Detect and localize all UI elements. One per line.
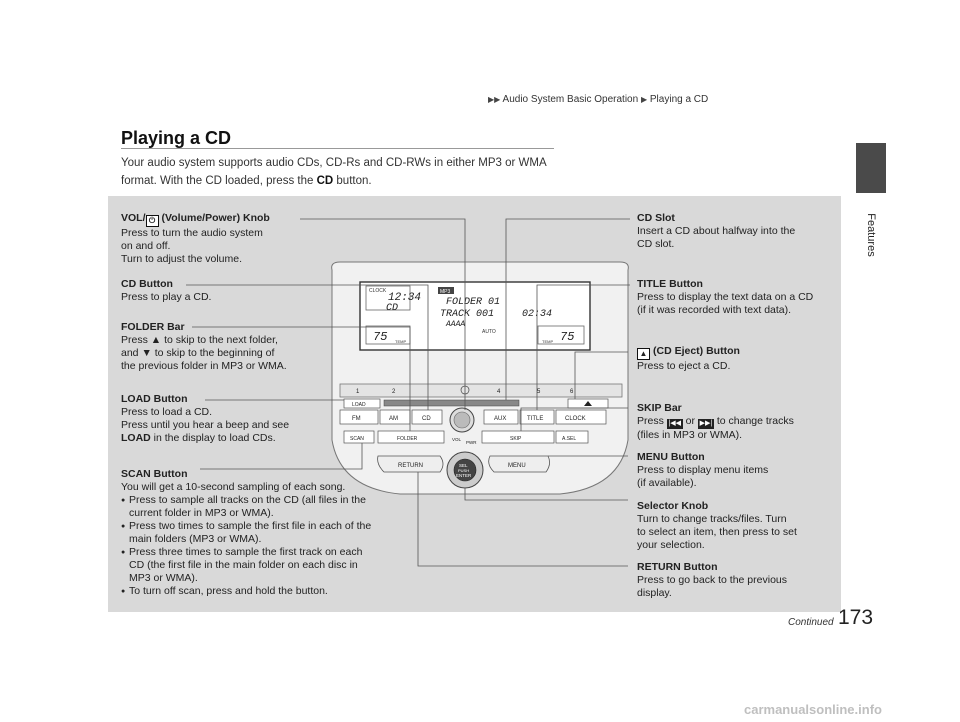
scan-bullet: Press three times to sample the first tr… [121,546,379,585]
scan-bullet: Press two times to sample the first file… [121,520,379,546]
page-number: 173 [838,606,874,629]
callout-skip-bar: SKIP Bar Press |◀◀ or ▶▶| to change trac… [637,402,794,441]
down-arrow-icon: ▼ [141,347,152,359]
callout-return-button: RETURN Button Press to go back to the pr… [637,561,787,599]
breadcrumb-item-playing-cd[interactable]: Playing a CD [649,94,709,105]
callout-load-button: LOAD Button Press to load a CD. Press un… [121,393,290,444]
skip-back-icon: |◀◀ [666,419,683,429]
power-icon: ⏻ [145,215,159,227]
arrow-icon: ▶ [640,95,648,104]
continued-label: Continued [788,617,834,628]
breadcrumb-item-basic-operation[interactable]: Audio System Basic Operation [502,94,639,105]
scan-bullet: To turn off scan, press and hold the but… [121,585,379,598]
eject-icon: ▲ [637,348,650,360]
arrow-icon: ▶▶ [488,95,501,104]
up-arrow-icon: ▲ [150,334,162,346]
callout-vol-knob: VOL/⏻(Volume/Power) Knob Press to turn t… [121,212,270,265]
callout-title-button: TITLE Button Press to display the text d… [637,278,814,316]
intro-text: Your audio system supports audio CDs, CD… [121,157,547,187]
title-divider [121,148,554,149]
callout-cd-button: CD Button Press to play a CD. [121,278,212,303]
callout-scan-button: SCAN Button You will get a 10-second sam… [121,468,379,598]
breadcrumb: ▶▶ Audio System Basic Operation ▶ Playin… [488,94,708,105]
callout-eject-button: ▲(CD Eject) Button Press to eject a CD. [637,345,740,372]
callout-menu-button: MENU Button Press to display menu items … [637,451,769,489]
side-tab-label: Features [865,213,877,257]
page-title: Playing a CD [121,128,232,148]
side-tab [856,143,886,193]
scan-bullet: Press to sample all tracks on the CD (al… [121,494,379,520]
callout-cd-slot: CD Slot Insert a CD about halfway into t… [637,212,796,250]
skip-forward-icon: ▶▶| [697,419,714,429]
watermark: carmanualsonline.info [744,702,882,717]
callout-folder-bar: FOLDER Bar Press ▲ to skip to the next f… [121,321,287,372]
callout-selector-knob: Selector Knob Turn to change tracks/file… [637,500,797,551]
